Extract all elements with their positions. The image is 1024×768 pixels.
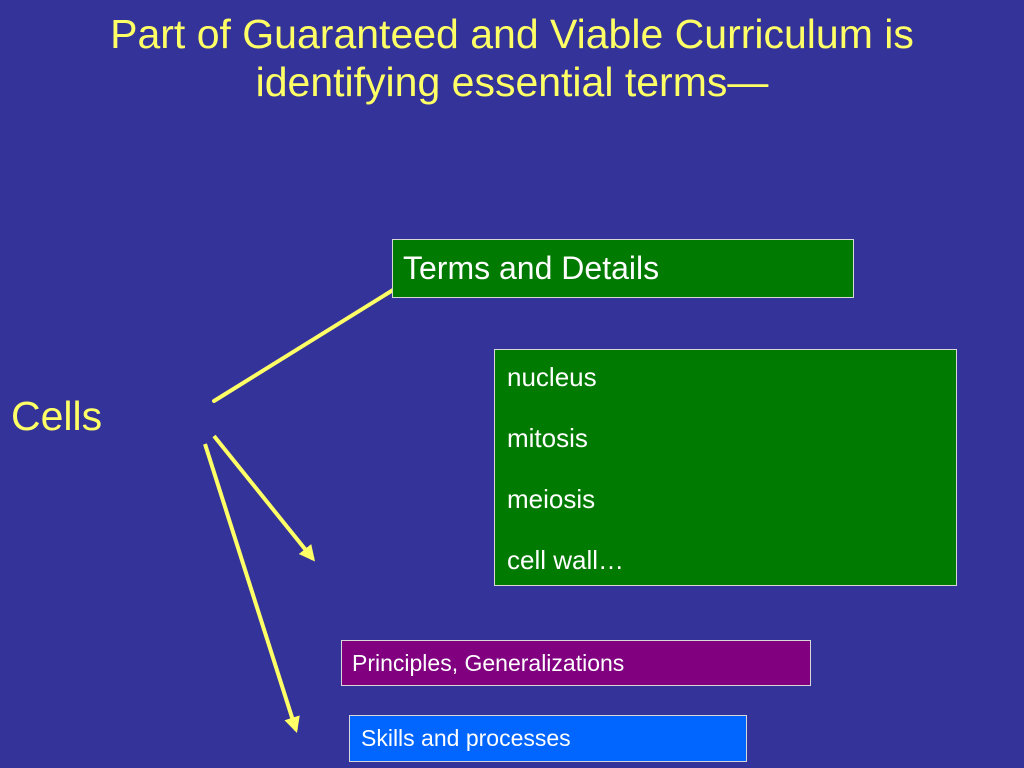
arrow-to-skills bbox=[203, 443, 300, 734]
root-node-label: Cells bbox=[11, 393, 103, 439]
term-item: nucleus bbox=[507, 362, 597, 392]
slide-title-line-2: identifying essential terms— bbox=[255, 59, 769, 105]
term-item: mitosis bbox=[507, 423, 588, 453]
principles-label: Principles, Generalizations bbox=[352, 650, 625, 676]
term-item: cell wall… bbox=[507, 545, 625, 575]
skills-box: Skills and processes bbox=[349, 715, 747, 762]
terms-list-box: nucleus mitosis meiosis cell wall… bbox=[494, 349, 957, 586]
connector-to-terms bbox=[212, 288, 395, 403]
terms-and-details-box: Terms and Details bbox=[392, 239, 854, 298]
term-item: meiosis bbox=[507, 484, 596, 514]
skills-label: Skills and processes bbox=[361, 725, 571, 751]
slide-title: Part of Guaranteed and Viable Curriculum… bbox=[0, 10, 1024, 106]
slide-title-line-1: Part of Guaranteed and Viable Curriculum… bbox=[110, 11, 914, 57]
arrow-to-principles bbox=[212, 434, 316, 562]
principles-box: Principles, Generalizations bbox=[341, 640, 811, 686]
terms-and-details-label: Terms and Details bbox=[403, 250, 660, 286]
